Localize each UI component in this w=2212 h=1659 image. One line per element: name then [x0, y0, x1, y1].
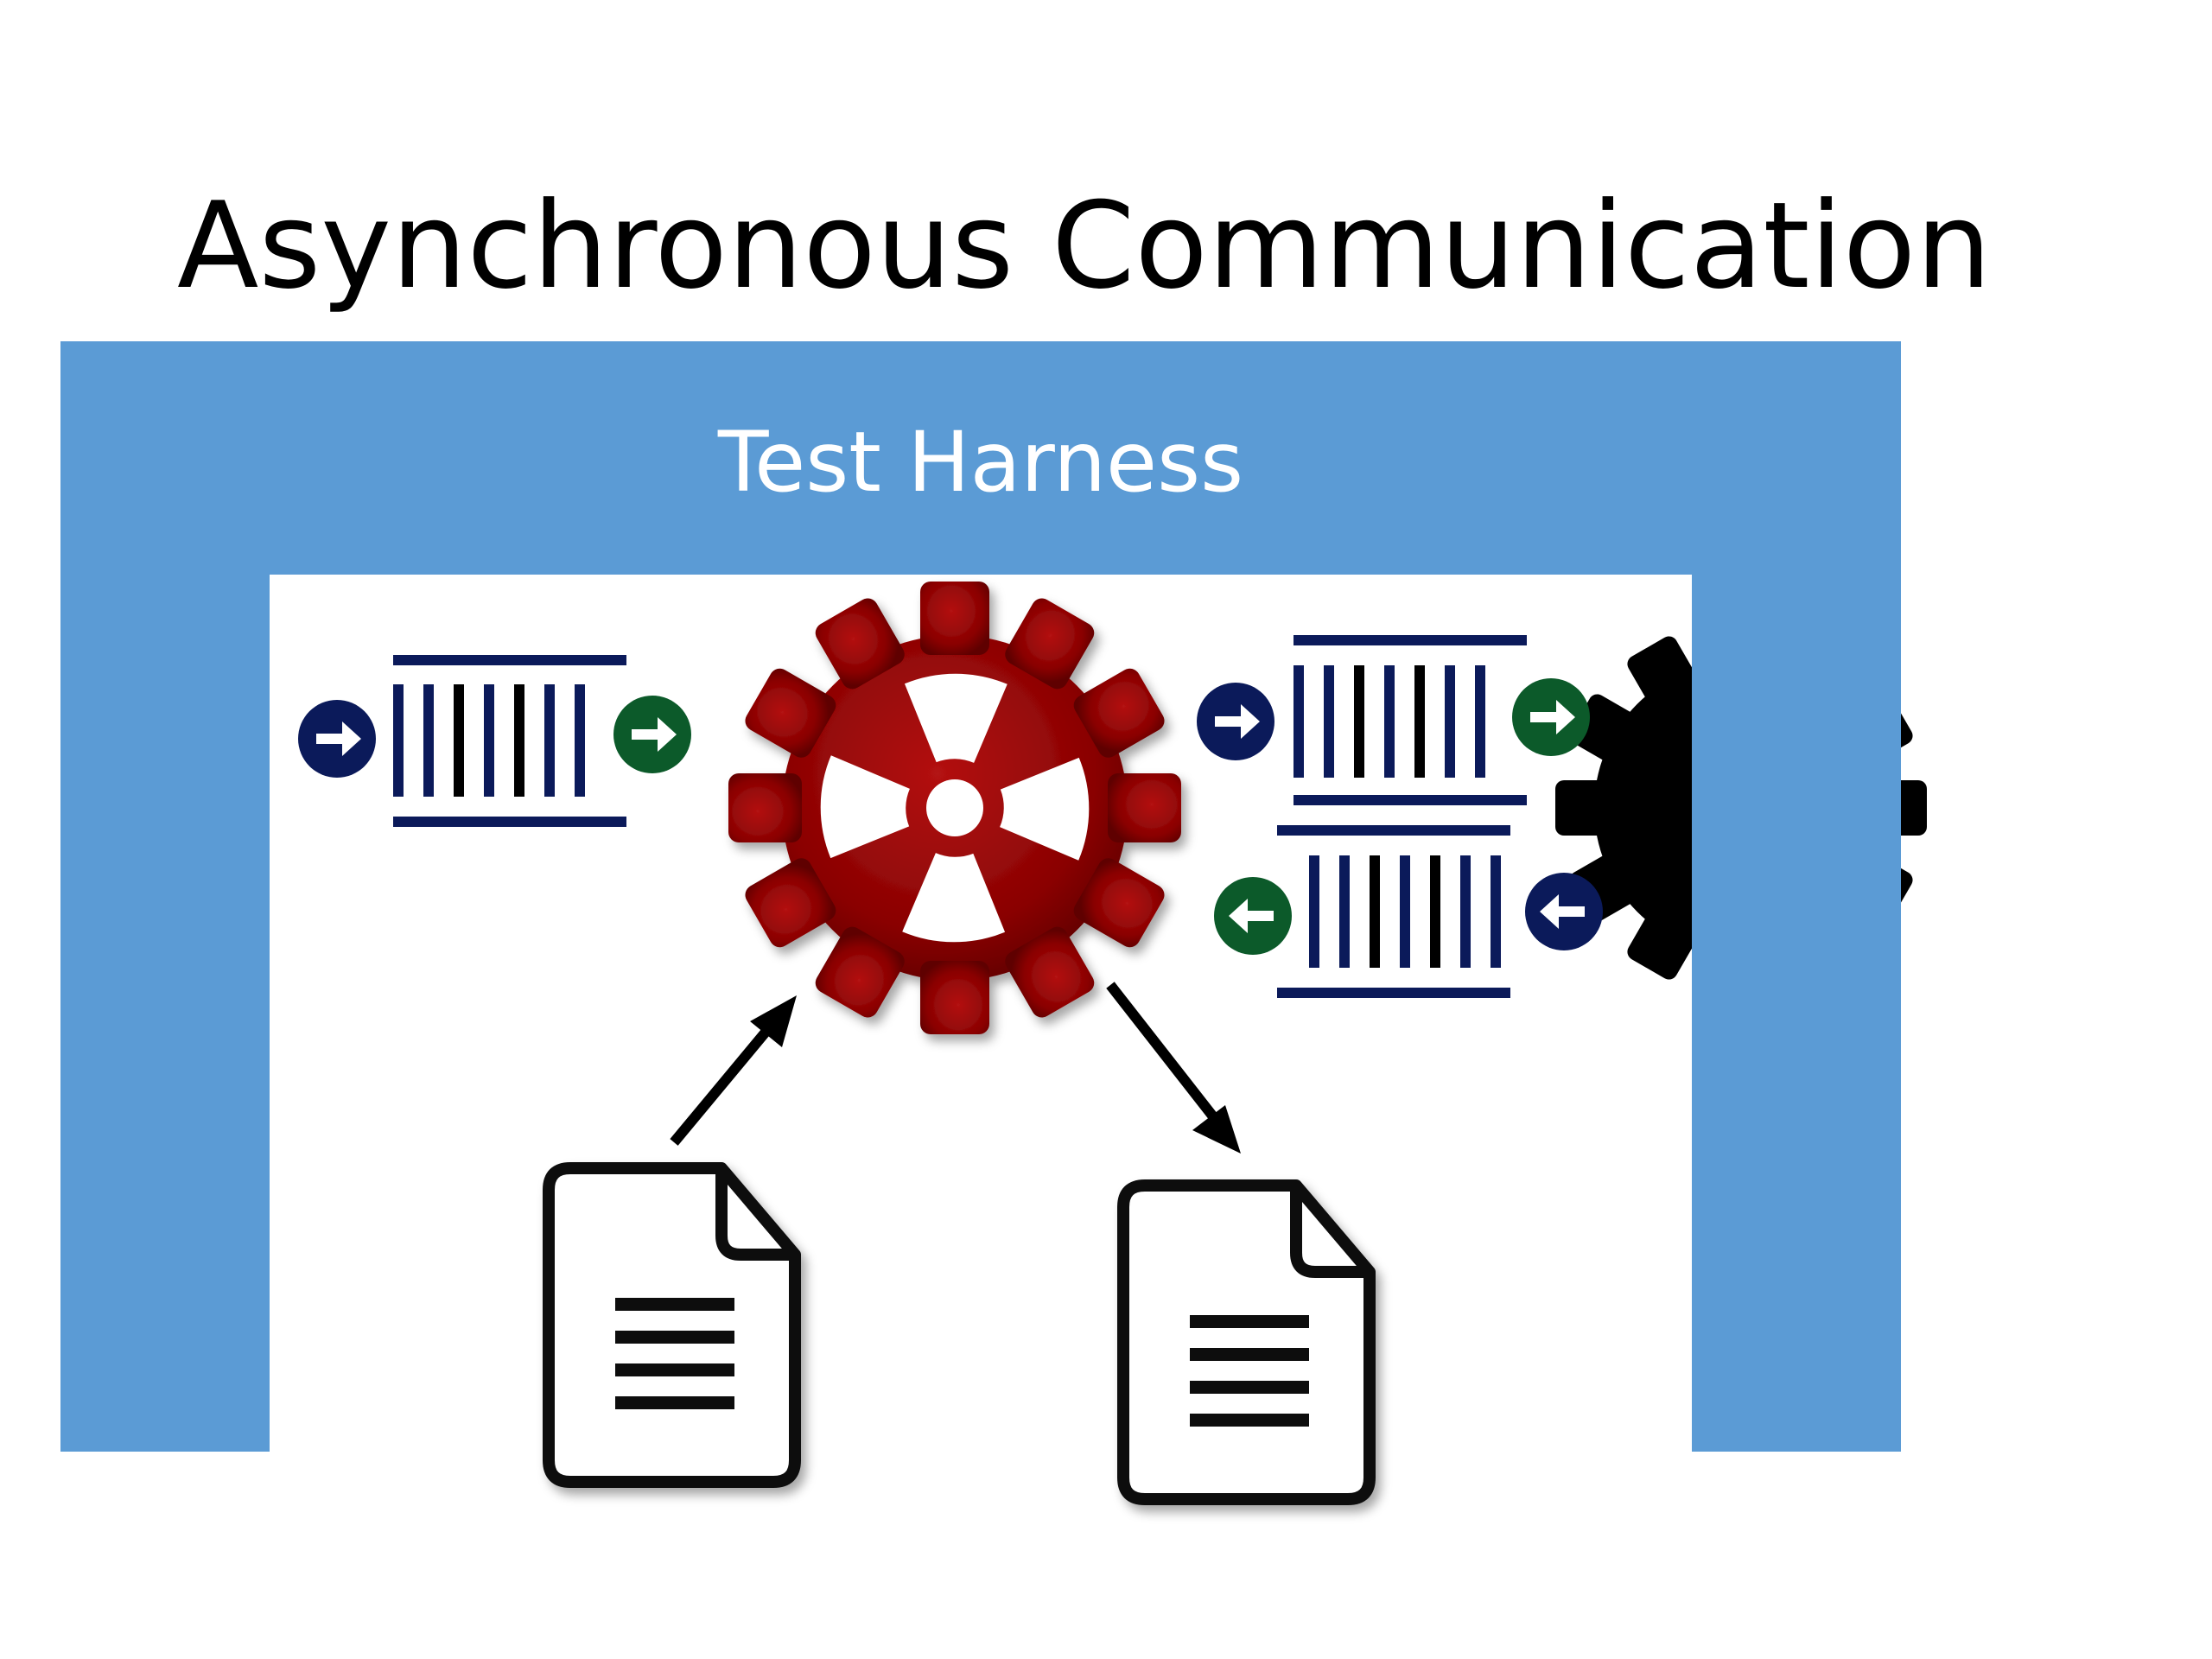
arrow-circle-icon: [1525, 873, 1603, 950]
output-flow-arrow-icon: [1106, 982, 1241, 1154]
arrow-circle-icon: [1197, 683, 1274, 760]
arrow-circle-icon: [613, 696, 691, 773]
input-flow-arrow-icon: [670, 995, 797, 1146]
input-document-icon: [543, 1162, 801, 1488]
service-gear-icon: [728, 582, 1181, 1034]
message-queue-icon: [393, 655, 626, 827]
message-queue-icon: [1277, 825, 1510, 998]
test-harness-frame: [60, 341, 1901, 1452]
reply-queue: [1214, 825, 1603, 998]
arrow-circle-icon: [1214, 877, 1292, 955]
test-harness: [60, 341, 1901, 1452]
output-document-icon: [1117, 1179, 1376, 1505]
outbound-queue: [1197, 635, 1590, 805]
test-harness-label: Test Harness: [717, 414, 1244, 511]
arrow-circle-icon: [1512, 678, 1590, 756]
message-queue-icon: [1294, 635, 1527, 805]
slide-title: Asynchronous Communication: [177, 176, 1992, 315]
inbound-queue: [298, 655, 691, 827]
arrow-circle-icon: [298, 700, 376, 778]
